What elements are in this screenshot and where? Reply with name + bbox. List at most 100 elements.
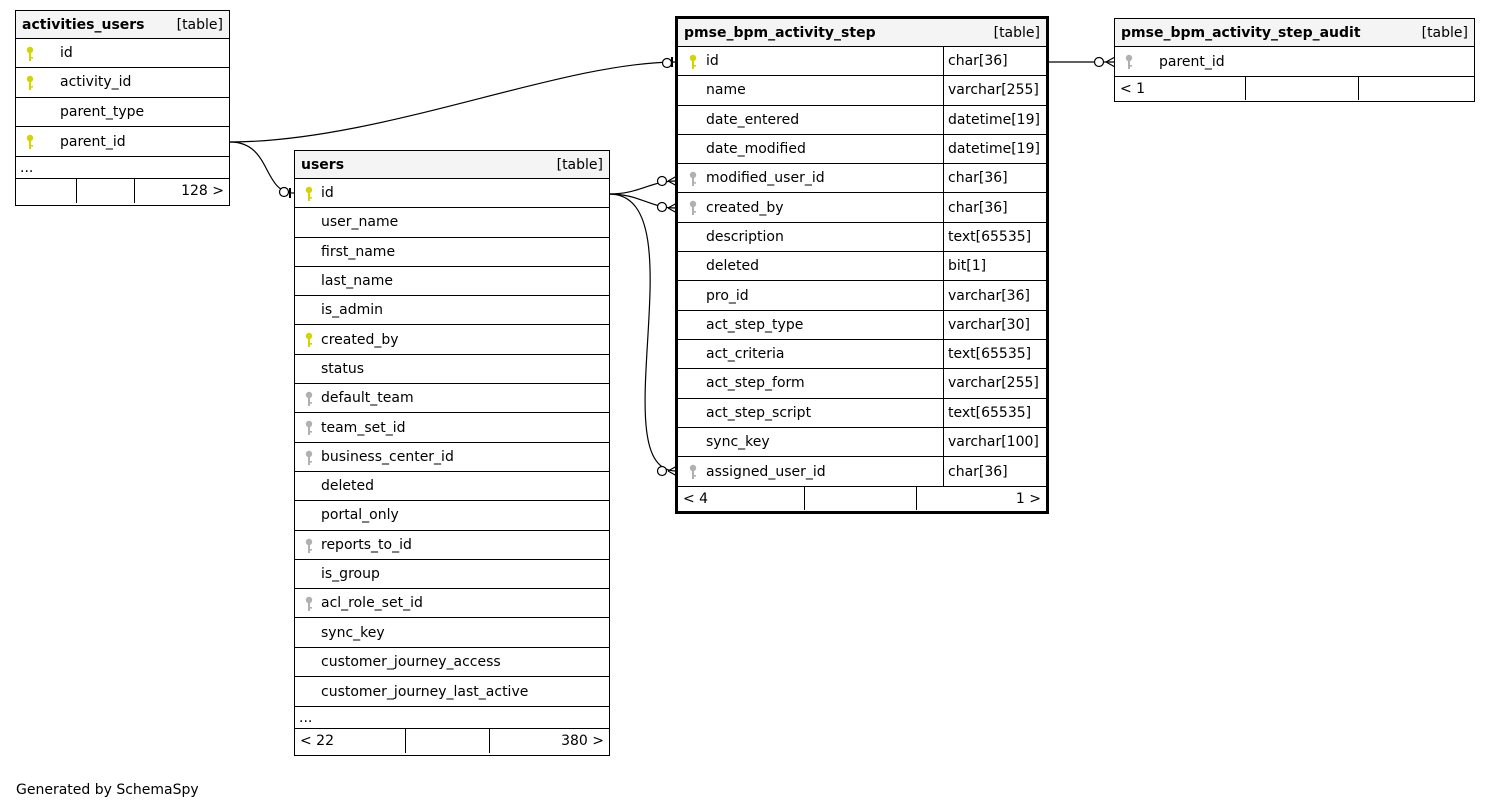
foreign-key-icon [689, 464, 697, 480]
column-row[interactable]: date_modified datetime[19] [678, 134, 1046, 165]
column-name: assigned_user_id [678, 457, 943, 486]
zero-marker [278, 186, 290, 198]
column-row[interactable]: reports_to_id [295, 531, 609, 560]
foreign-key-icon [689, 201, 697, 216]
column-name: modified_user_id [678, 164, 943, 192]
column-row[interactable]: portal_only [295, 501, 609, 531]
link-activities-users-to-activity-step [229, 61, 677, 143]
column-name: act_criteria [706, 346, 785, 363]
table-header: pmse_bpm_activity_step [table] [678, 19, 1046, 47]
column-type: char[36] [943, 164, 1046, 193]
more-columns-indicator: ... [16, 157, 229, 180]
column-row[interactable]: id [295, 179, 609, 209]
column-type: varchar[255] [943, 369, 1046, 398]
column-name: activity_id [16, 68, 229, 96]
footer-left[interactable]: < 1 [1120, 80, 1146, 97]
column-type: bit[1] [943, 252, 1046, 281]
table-type-label: [table] [556, 156, 603, 173]
foreign-key-icon [305, 421, 313, 436]
column-row[interactable]: parent_id [1115, 47, 1474, 76]
column-name: description [706, 228, 784, 245]
column-type: datetime[19] [943, 134, 1046, 164]
column-name: customer_journey_last_active [321, 683, 529, 700]
table-type-label: [table] [176, 16, 223, 33]
column-row[interactable]: parent_type [16, 98, 229, 127]
foreign-key-icon [305, 450, 313, 465]
column-row[interactable]: parent_id [16, 127, 229, 156]
column-name: sync_key [706, 434, 770, 450]
column-name: created_by [295, 325, 609, 353]
column-row[interactable]: business_center_id [295, 443, 609, 472]
table-name: users [301, 156, 345, 173]
column-name: deleted [321, 478, 374, 495]
column-name: act_step_type [706, 316, 804, 333]
column-name: status [321, 360, 365, 377]
column-type: datetime[19] [943, 105, 1046, 134]
footer-right[interactable]: 128 > [134, 179, 229, 204]
table-footer: 128 > [16, 179, 229, 204]
foreign-key-icon [305, 391, 313, 407]
column-name: act_step_script [706, 404, 812, 421]
column-row[interactable]: deleted [295, 472, 609, 502]
column-name: id [16, 39, 229, 67]
column-name: user_name [321, 214, 399, 231]
column-row[interactable]: is_group [295, 560, 609, 590]
column-row[interactable]: customer_journey_last_active [295, 677, 609, 706]
column-row[interactable]: act_step_form varchar[255] [678, 369, 1046, 399]
column-row[interactable]: name varchar[255] [678, 76, 1046, 106]
column-name: date_modified [706, 141, 806, 158]
column-row[interactable]: default_team [295, 384, 609, 414]
footer-right[interactable]: 380 > [489, 729, 609, 754]
primary-key-icon [305, 186, 313, 201]
generated-by-footer: Generated by SchemaSpy [16, 782, 199, 798]
table-pmse-bpm-activity-step-audit[interactable]: pmse_bpm_activity_step_audit [table] par… [1114, 18, 1475, 102]
foreign-key-icon [305, 596, 313, 612]
column-type: varchar[255] [943, 76, 1046, 105]
footer-left[interactable]: < 22 [300, 733, 334, 750]
column-row[interactable]: status [295, 355, 609, 385]
table-header: pmse_bpm_activity_step_audit [table] [1115, 19, 1474, 47]
column-row[interactable]: last_name [295, 267, 609, 297]
column-row[interactable]: act_criteria text[65535] [678, 339, 1046, 370]
link-users-to-assigned-user [608, 193, 677, 472]
column-type: text[65535] [943, 339, 1046, 369]
column-row[interactable]: id [16, 39, 229, 69]
column-name: name [706, 82, 746, 99]
table-type-label: [table] [993, 24, 1040, 41]
footer-left[interactable]: < 4 [683, 490, 709, 507]
footer-right[interactable]: 1 > [916, 487, 1046, 511]
column-row[interactable]: customer_journey_access [295, 648, 609, 678]
link-activities-users-to-users [229, 141, 295, 194]
column-name: act_step_form [706, 375, 805, 392]
column-type: char[36] [943, 47, 1046, 76]
table-name: pmse_bpm_activity_step_audit [1121, 24, 1361, 41]
foreign-key-icon [689, 171, 697, 187]
column-row[interactable]: acl_role_set_id [295, 589, 609, 619]
column-row[interactable]: created_by [295, 325, 609, 355]
column-row[interactable]: team_set_id [295, 413, 609, 443]
column-row[interactable]: activity_id [16, 68, 229, 98]
column-name: parent_id [1115, 47, 1474, 76]
column-row[interactable]: is_admin [295, 296, 609, 326]
column-name: parent_id [16, 127, 229, 156]
column-row[interactable]: sync_key [295, 618, 609, 648]
column-type: varchar[36] [943, 281, 1046, 310]
column-row[interactable]: user_name [295, 208, 609, 238]
zero-marker [656, 201, 668, 213]
column-row[interactable]: first_name [295, 238, 609, 267]
